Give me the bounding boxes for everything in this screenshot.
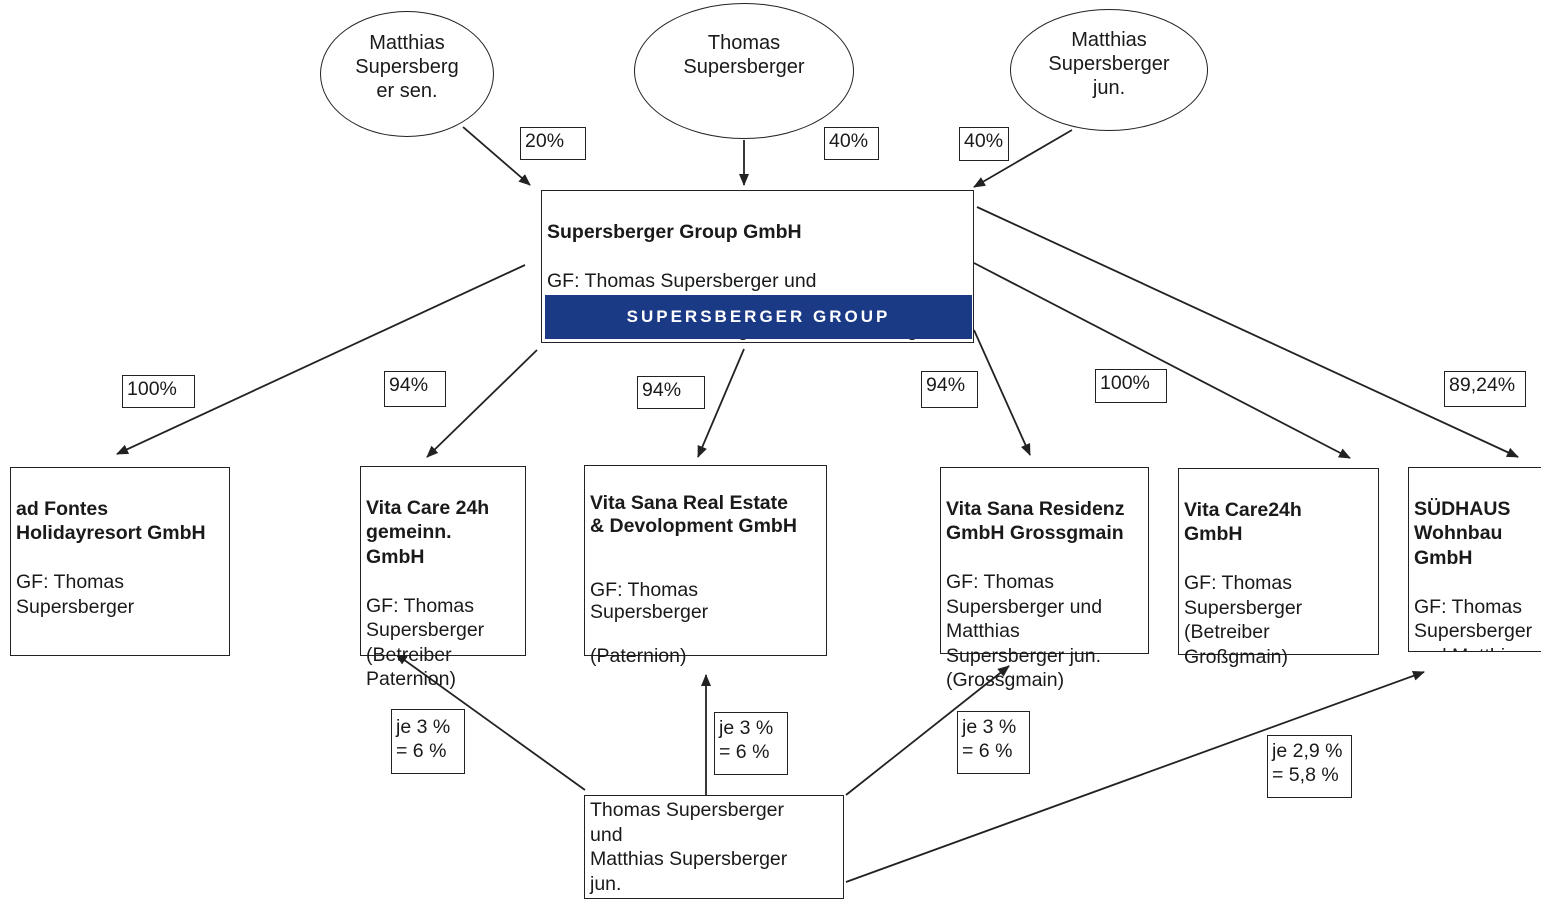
owner-matthias-sen-label: Matthias Supersberg er sen. (355, 32, 459, 102)
arrow-group-to-vita-sana-res (973, 329, 1031, 456)
subsidiary-details: GF: Thomas Supersberger und Matthias Sup… (1414, 595, 1533, 652)
subsidiary-ad-fontes: ad Fontes Holidayresort GmbH GF: Thomas … (10, 467, 230, 656)
holding-company-name: Supersberger Group GmbH (547, 220, 802, 243)
owner-matthias-jun-label: Matthias Supersberger jun. (1048, 29, 1170, 99)
share-thomas: 40% (824, 127, 879, 160)
subsidiary-details: GF: Thomas Supersberger (Paternion) (590, 579, 709, 667)
subsidiary-name: SÜDHAUS Wohnbau GmbH (1414, 497, 1511, 569)
subsidiary-vita-sana-res: Vita Sana Residenz GmbH Grossgmain GF: T… (940, 467, 1149, 691)
subsidiary-details: GF: Thomas Supersberger (Betreiber Großg… (1184, 572, 1303, 668)
arrow-group-to-suedhaus (976, 206, 1519, 458)
subsidiary-details: GF: Thomas Supersberger und Matthias Sup… (946, 571, 1103, 691)
arrow-matthias-jun-to-group (973, 129, 1073, 188)
share-vita-care24h: 100% (1095, 369, 1167, 403)
share-suedhaus: 89,24% (1444, 371, 1526, 407)
subsidiary-details: GF: Thomas Supersberger (16, 571, 135, 618)
subsidiary-name: Vita Care24h GmbH (1184, 498, 1302, 546)
arrow-owners-to-vita-sana-res (845, 665, 1010, 796)
arrow-group-to-vita-care-gem (426, 349, 538, 458)
share-bottom-vita-sana-res: je 3 % = 6 % (957, 711, 1030, 774)
owner-matthias-jun: Matthias Supersberger jun. (1010, 9, 1208, 131)
subsidiary-vita-care24h: Vita Care24h GmbH GF: Thomas Supersberge… (1178, 468, 1379, 668)
share-bottom-suedhaus: je 2,9 % = 5,8 % (1267, 735, 1352, 798)
subsidiary-vita-sana-re: Vita Sana Real Estate & Devolopment GmbH… (584, 465, 827, 667)
share-matthias-sen: 20% (520, 127, 586, 160)
arrow-owners-to-suedhaus (845, 671, 1425, 883)
owner-thomas-label: Thomas Supersberger (683, 32, 805, 78)
arrow-group-to-vita-sana-re (697, 348, 745, 458)
owners-box-bottom: Thomas Supersberger und Matthias Supersb… (584, 795, 844, 899)
share-vita-care-gem: 94% (384, 371, 446, 407)
group-logo-banner: SUPERSBERGER GROUP (545, 295, 972, 339)
subsidiary-name: ad Fontes Holidayresort GmbH (16, 497, 206, 545)
owner-matthias-sen: Matthias Supersberg er sen. (320, 11, 494, 137)
subsidiary-name: Vita Sana Residenz GmbH Grossgmain (946, 497, 1125, 545)
holding-company-box: Supersberger Group GmbH GF: Thomas Super… (541, 190, 974, 343)
share-bottom-vita-sana-re: je 3 % = 6 % (714, 712, 788, 775)
subsidiary-name: Vita Sana Real Estate & Devolopment GmbH (590, 491, 797, 537)
share-vita-sana-re: 94% (637, 376, 705, 409)
owner-thomas: Thomas Supersberger (634, 3, 854, 139)
subsidiary-vita-care-gem: Vita Care 24h gemeinn. GmbH GF: Thomas S… (360, 466, 526, 690)
subsidiary-name: Vita Care 24h gemeinn. GmbH (366, 496, 490, 568)
share-bottom-vita-care-gem: je 3 % = 6 % (391, 709, 465, 774)
share-matthias-jun: 40% (959, 127, 1009, 161)
share-ad-fontes: 100% (122, 375, 195, 408)
subsidiary-suedhaus: SÜDHAUS Wohnbau GmbH GF: Thomas Supersbe… (1408, 467, 1541, 652)
share-vita-sana-res: 94% (921, 371, 978, 408)
arrow-matthias-sen-to-group (462, 126, 531, 186)
arrow-group-to-ad-fontes (116, 264, 526, 455)
arrow-owners-to-vita-care-gem (395, 653, 586, 791)
subsidiary-details: GF: Thomas Supersberger (Betreiber Pater… (366, 594, 485, 691)
arrow-group-to-vita-care24h (973, 262, 1351, 459)
